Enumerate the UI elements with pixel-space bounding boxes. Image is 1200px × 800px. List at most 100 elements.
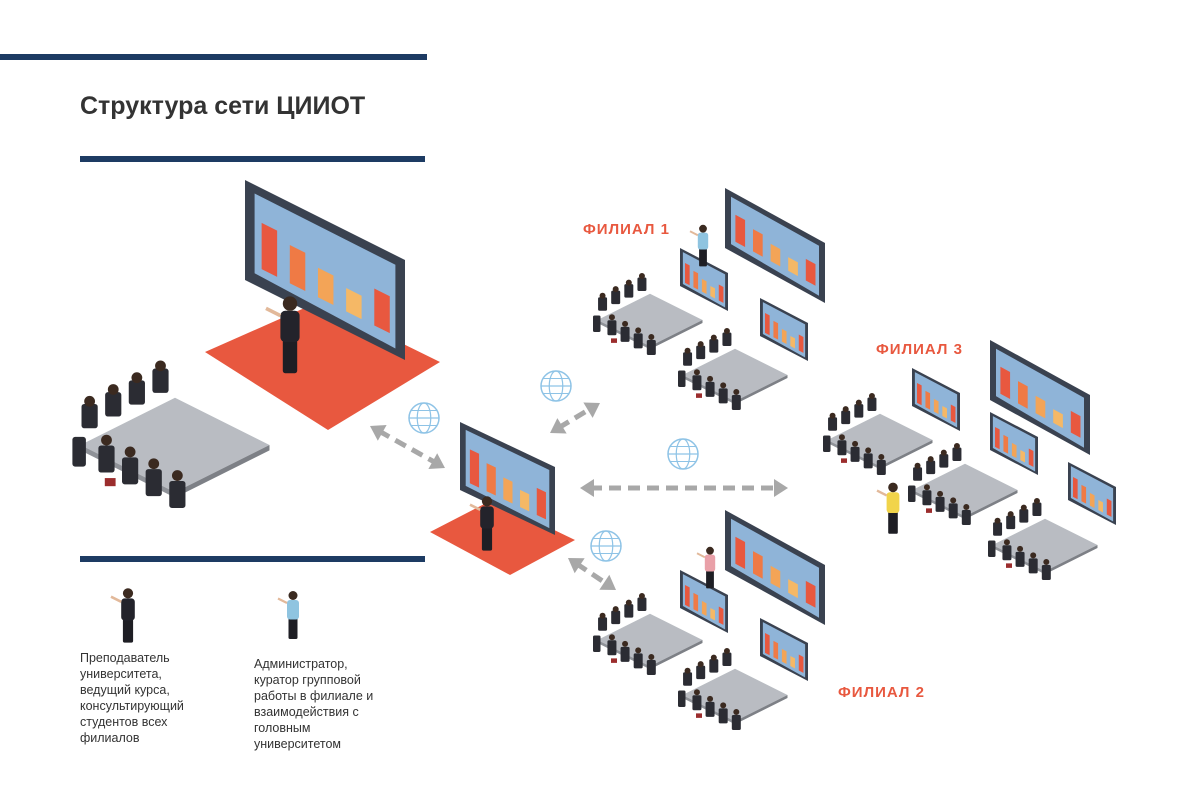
chair — [593, 635, 601, 652]
student-head — [155, 360, 166, 372]
chart-bar — [925, 390, 931, 410]
chair — [705, 701, 715, 717]
chair — [935, 496, 945, 512]
student-head — [953, 443, 960, 450]
chart-bar — [701, 600, 707, 617]
presentation-screen — [760, 618, 808, 681]
legend-teacher-text: Преподаватель университета, ведущий курс… — [80, 650, 184, 746]
chart-bar — [994, 426, 1000, 450]
chart-bar — [781, 648, 787, 665]
person-torso — [121, 598, 135, 621]
chair — [876, 459, 886, 475]
student-head — [148, 458, 160, 470]
person-torso — [704, 554, 716, 572]
chair — [678, 370, 686, 387]
student-head — [622, 640, 629, 647]
chart-bar — [317, 267, 334, 306]
student-head — [707, 695, 714, 702]
chair — [709, 339, 719, 353]
chart-bar — [1070, 410, 1081, 438]
student-head — [829, 412, 836, 419]
chart-bar — [1018, 381, 1028, 409]
chair — [731, 394, 741, 410]
presentation-screen — [245, 180, 405, 360]
chart-bar — [790, 655, 795, 669]
branch-2-label: ФИЛИАЛ 2 — [838, 684, 925, 701]
person-torso — [287, 600, 299, 620]
legend-line: работы в филиале и — [254, 689, 374, 703]
student-head — [1020, 504, 1027, 511]
legend-line: головным — [254, 721, 311, 735]
student-head — [635, 647, 642, 654]
student-head — [720, 382, 727, 389]
chair — [841, 410, 851, 425]
table-side — [735, 695, 788, 725]
student-head — [625, 599, 632, 606]
student-head — [1030, 552, 1037, 559]
legend-line: филиалов — [80, 731, 140, 745]
person-arm — [110, 595, 122, 603]
person-torso — [480, 506, 494, 529]
arrowhead — [550, 418, 567, 434]
chair — [913, 467, 923, 481]
student-head — [101, 434, 112, 446]
student-head — [612, 286, 619, 293]
briefcase-icon — [104, 478, 116, 487]
presentation-screen — [725, 188, 825, 303]
student-head — [950, 497, 957, 504]
legend-line: Администратор, — [254, 657, 348, 671]
student-head — [684, 667, 691, 674]
person-torso — [280, 310, 300, 342]
connection-arrow — [568, 558, 616, 590]
chair — [908, 485, 916, 502]
presentation-screen — [912, 368, 960, 431]
student-head — [723, 328, 730, 335]
chart-bar — [764, 632, 770, 656]
student-head — [638, 273, 645, 280]
student-head — [733, 708, 740, 715]
student-head — [940, 449, 947, 456]
student-head — [1003, 539, 1010, 546]
student-head — [868, 393, 875, 400]
briefcase-icon — [696, 713, 702, 718]
chart-bar — [805, 258, 816, 286]
chair — [633, 653, 643, 669]
table-side — [965, 490, 1018, 520]
chart-bar — [1089, 492, 1095, 509]
chart-bar — [753, 229, 763, 257]
presentation-screen — [990, 412, 1038, 475]
chart-bar — [261, 222, 278, 277]
presentation-screen — [1068, 462, 1116, 525]
briefcase-icon — [696, 393, 702, 398]
student-head — [612, 606, 619, 613]
student-head — [622, 320, 629, 327]
chart-bar — [788, 579, 798, 599]
globe-icon — [590, 530, 622, 562]
person-head — [699, 224, 707, 233]
table-side — [735, 375, 788, 405]
teacher-figure — [265, 296, 300, 374]
chart-bar — [773, 640, 779, 660]
person-torso — [697, 232, 709, 250]
student-head — [710, 334, 717, 341]
chart-bar — [374, 288, 390, 334]
chair — [948, 503, 958, 519]
chart-bar — [933, 398, 939, 415]
stage-floor — [430, 500, 575, 575]
chair — [718, 388, 728, 404]
arrowhead — [428, 453, 445, 470]
chart-bar — [503, 477, 513, 504]
table-side — [650, 640, 703, 670]
person-legs — [122, 618, 134, 643]
table-side — [880, 440, 933, 470]
person-arm — [265, 306, 282, 318]
chair — [646, 659, 656, 675]
chair — [611, 290, 621, 305]
chart-bar — [735, 536, 746, 570]
chair — [692, 695, 702, 711]
globe-icon — [540, 370, 572, 402]
chair — [1032, 502, 1042, 517]
chart-bar — [790, 335, 795, 349]
globe-icon — [667, 438, 699, 470]
chart-bar — [1072, 476, 1078, 500]
